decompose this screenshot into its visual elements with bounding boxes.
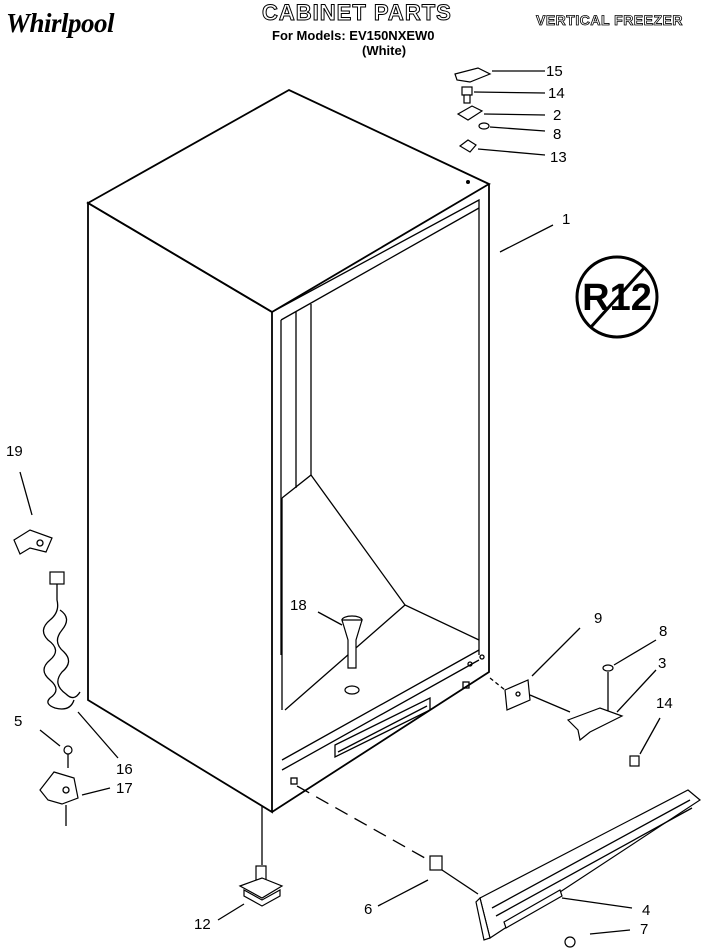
r12-refrigerant-symbol: R12 <box>575 255 659 339</box>
callout-14-top: 14 <box>548 85 565 102</box>
callout-3: 3 <box>658 655 666 672</box>
cabinet-shell <box>86 88 491 865</box>
callout-19: 19 <box>6 443 23 460</box>
model-line: For Models: EV150NXEW0 <box>272 28 435 43</box>
top-hinge-assembly <box>454 67 546 156</box>
callout-4: 4 <box>642 902 650 919</box>
callout-8-top: 8 <box>553 126 561 143</box>
callout-2: 2 <box>553 107 561 124</box>
callout-8-bottom: 8 <box>659 623 667 640</box>
callout-9: 9 <box>594 610 602 627</box>
leveling-leg <box>217 865 284 921</box>
callout-12: 12 <box>194 916 211 933</box>
callout-6: 6 <box>364 901 372 918</box>
callout-7: 7 <box>640 921 648 938</box>
callout-16: 16 <box>116 761 133 778</box>
callout-5: 5 <box>14 713 22 730</box>
color-note: (White) <box>362 43 407 58</box>
power-cord-assembly <box>13 471 119 826</box>
callout-17: 17 <box>116 780 133 797</box>
callout-14-bottom: 14 <box>656 695 673 712</box>
leader-line-part-1 <box>499 224 554 253</box>
drain-tube <box>317 611 363 695</box>
r12-badge-text: R12 <box>582 277 652 319</box>
callout-18: 18 <box>290 597 307 614</box>
page-title: CABINET PARTS <box>262 0 452 26</box>
brand-logo: Whirlpool <box>6 8 115 38</box>
callout-15: 15 <box>546 63 563 80</box>
toe-grille-assembly <box>296 785 702 948</box>
callout-13: 13 <box>550 149 567 166</box>
appliance-type: VERTICAL FREEZER <box>536 12 683 29</box>
callout-1: 1 <box>562 211 570 228</box>
bottom-hinge-assembly <box>489 627 661 767</box>
